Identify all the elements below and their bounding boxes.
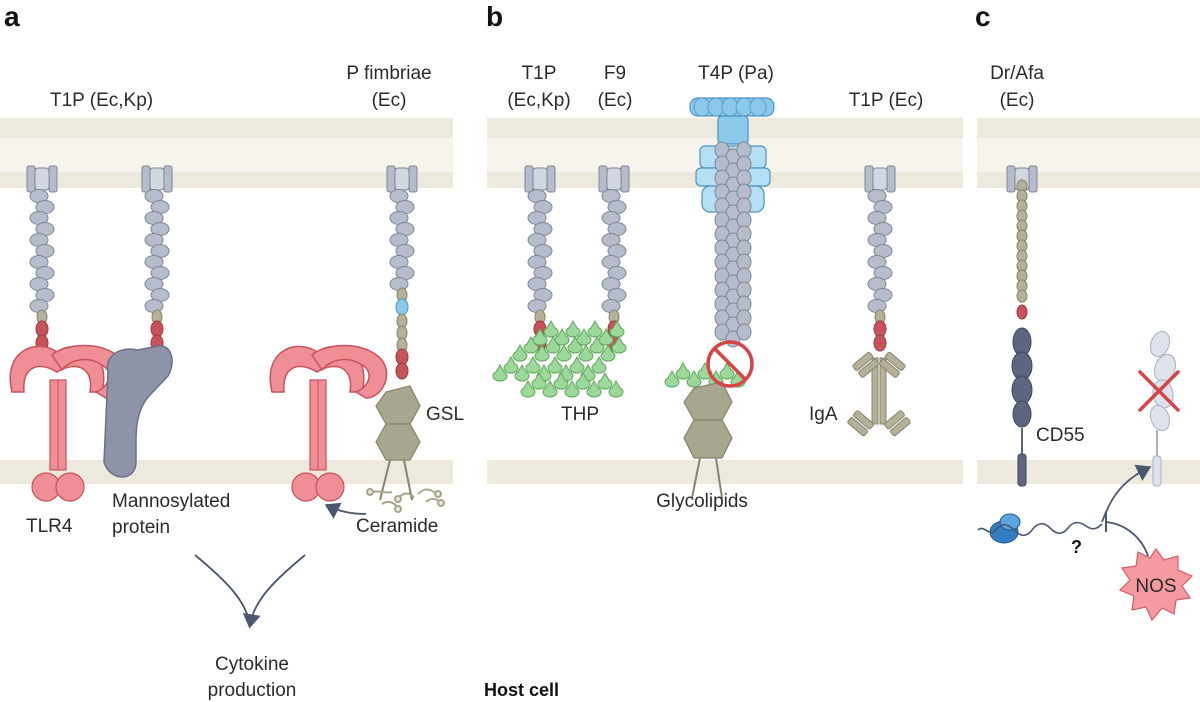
dr-afa-pilus xyxy=(1006,165,1038,320)
ribosome-icon xyxy=(989,513,1021,544)
label-cytokine-2: production xyxy=(208,680,297,701)
label-b-t1p-ec: T1P (Ec) xyxy=(849,90,924,111)
label-a-pfimbriae-2: (Ec) xyxy=(372,90,407,111)
label-b-f9-2: (Ec) xyxy=(598,90,633,111)
panel-letter-b: b xyxy=(486,1,503,32)
label-thp: THP xyxy=(561,404,599,425)
label-question: ? xyxy=(1071,537,1082,557)
t1p-pilus-b4 xyxy=(864,165,896,352)
label-a-t1p: T1P (Ec,Kp) xyxy=(50,90,153,111)
label-gsl: GSL xyxy=(426,404,464,425)
glycolipid-receptor xyxy=(683,381,733,499)
f9-pilus xyxy=(598,165,630,352)
label-nos: NOS xyxy=(1135,576,1176,597)
t4p-pilus xyxy=(689,97,775,348)
label-a-pfimbriae-1: P fimbriae xyxy=(346,63,431,84)
red-x-icon xyxy=(1138,370,1180,412)
t1p-pilus-a2 xyxy=(141,165,173,352)
label-cytokine-1: Cytokine xyxy=(215,654,289,675)
ceramide-lipids xyxy=(366,488,445,513)
tlr4-receptor-right xyxy=(269,344,388,502)
label-glycolipids: Glycolipids xyxy=(656,491,748,512)
thp-filaments xyxy=(492,319,746,398)
nos-inhibition-arrow xyxy=(1105,521,1149,557)
label-cd55: CD55 xyxy=(1036,425,1085,446)
cytokine-converging-arrows xyxy=(194,554,306,629)
blocked-binding-icon xyxy=(706,340,754,388)
p-fimbriae-pilus xyxy=(386,165,418,380)
host-membrane xyxy=(0,460,1200,484)
label-tlr4: TLR4 xyxy=(26,516,73,537)
iga-antibody xyxy=(847,351,911,437)
label-host-cell: Host cell xyxy=(484,680,559,700)
label-b-t1p-2: (Ec,Kp) xyxy=(507,90,570,111)
label-b-t1p-1: T1P xyxy=(522,63,557,84)
label-c-drafa-1: Dr/Afa xyxy=(990,63,1044,84)
mannosylated-protein xyxy=(103,345,173,478)
cd55-receptor xyxy=(1011,327,1033,487)
label-ceramide: Ceramide xyxy=(356,516,438,537)
mrna-strand xyxy=(977,521,1103,537)
label-mannosylated-2: protein xyxy=(112,517,170,538)
label-mannosylated-1: Mannosylated xyxy=(112,491,230,512)
t1p-pilus-a1 xyxy=(26,165,58,352)
panel-letter-a: a xyxy=(4,1,20,32)
ceramide-arrow xyxy=(324,502,367,519)
label-b-f9-1: F9 xyxy=(604,63,626,84)
nos-starburst xyxy=(1118,547,1194,622)
label-iga: IgA xyxy=(809,404,838,425)
label-c-drafa-2: (Ec) xyxy=(1000,90,1035,111)
gsl-glycosphingolipid xyxy=(375,385,421,501)
expression-arrow xyxy=(1101,464,1152,523)
label-b-t4p: T4P (Pa) xyxy=(698,63,774,84)
panel-letter-c: c xyxy=(975,1,991,32)
